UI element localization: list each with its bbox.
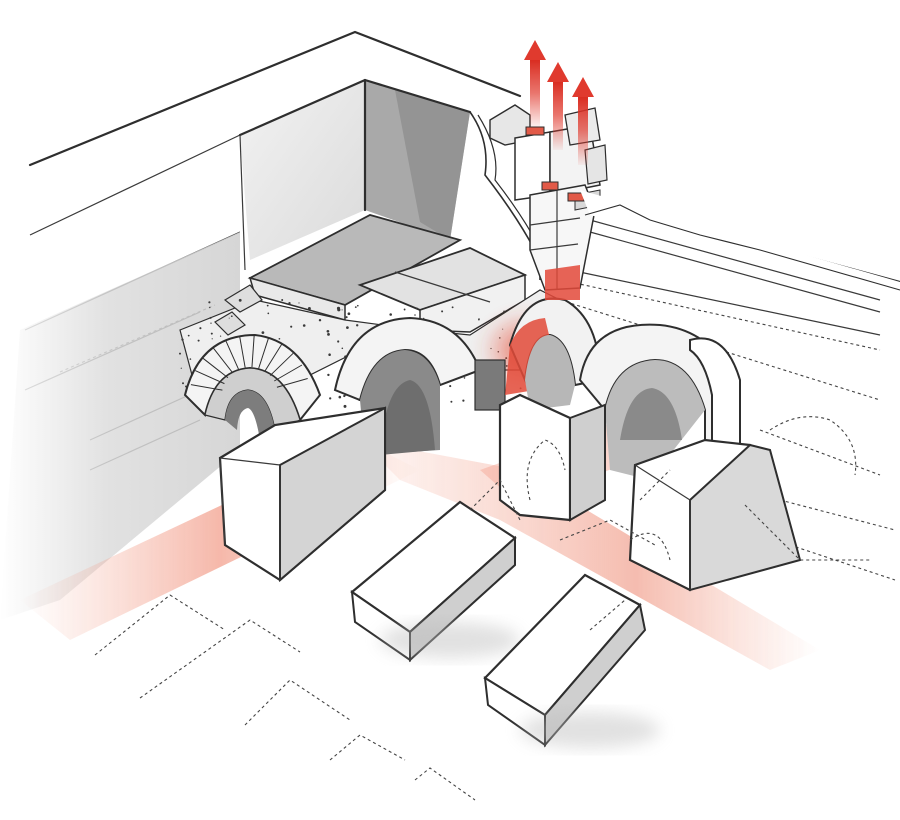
stone-speckle bbox=[278, 337, 281, 340]
stone-speckle bbox=[356, 324, 359, 327]
stone-speckle bbox=[463, 377, 466, 379]
heat-arrow-icon bbox=[572, 77, 594, 97]
stone-speckle bbox=[343, 404, 347, 408]
stone-speckle bbox=[441, 310, 444, 313]
stone-speckle bbox=[341, 347, 344, 350]
stone-speckle bbox=[356, 304, 359, 307]
stone-speckle bbox=[288, 302, 291, 305]
stone-speckle bbox=[267, 312, 270, 315]
stone-speckle bbox=[182, 382, 184, 385]
stone-speckle bbox=[346, 326, 349, 329]
stone-speckle bbox=[354, 306, 357, 308]
voussoir-joint bbox=[269, 352, 294, 376]
center-pier-block bbox=[498, 393, 606, 522]
stone-speckle bbox=[415, 307, 418, 310]
stone-speckle bbox=[281, 299, 284, 301]
stone-speckle bbox=[189, 358, 192, 360]
voussoir-joint bbox=[212, 347, 234, 374]
voussoir-joint bbox=[251, 335, 255, 368]
stone-speckle bbox=[228, 317, 230, 319]
stone-speckle bbox=[179, 352, 181, 355]
heat-arrow-icon bbox=[524, 40, 546, 60]
voussoir-joint bbox=[264, 343, 283, 372]
stone-speckle bbox=[403, 308, 406, 311]
heat-arrow-shaft bbox=[553, 80, 563, 150]
stone-speckle bbox=[180, 367, 182, 369]
stone-speckle bbox=[187, 334, 190, 337]
stone-speckle bbox=[230, 315, 233, 318]
stone-speckle bbox=[219, 335, 222, 337]
heat-arrow-icon bbox=[547, 62, 569, 82]
stone-speckle bbox=[328, 353, 331, 356]
floor-foundation-outlines bbox=[94, 469, 870, 801]
stone-speckle bbox=[199, 327, 202, 330]
right-arch-heated bbox=[505, 297, 602, 410]
stone-speckle bbox=[389, 313, 392, 316]
stone-speckle bbox=[318, 318, 322, 322]
voussoir-joint bbox=[225, 339, 240, 370]
stone-speckle bbox=[210, 332, 213, 335]
stone-speckle bbox=[209, 316, 212, 319]
front-block-right bbox=[483, 573, 660, 748]
back-wall-left bbox=[0, 30, 522, 620]
middle-arch bbox=[333, 316, 506, 455]
heat-arrows bbox=[524, 40, 594, 165]
heat-arrow-shaft bbox=[530, 58, 540, 128]
stone-speckle bbox=[290, 325, 293, 328]
stone-speckle bbox=[210, 322, 212, 324]
stone-speckle bbox=[338, 395, 342, 399]
stone-speckle bbox=[337, 340, 340, 343]
chimney-flue bbox=[469, 104, 608, 300]
stone-speckle bbox=[181, 338, 184, 341]
stone-speckle bbox=[327, 333, 330, 336]
left-pier-block bbox=[218, 406, 387, 583]
voussoir-joint bbox=[273, 364, 303, 382]
stone-speckle bbox=[345, 316, 348, 319]
left-arch bbox=[183, 333, 322, 440]
stone-speckle bbox=[197, 339, 200, 342]
stone-speckle bbox=[347, 312, 351, 316]
stone-speckle bbox=[266, 304, 269, 307]
stone-speckle bbox=[307, 307, 311, 310]
voussoir-joint bbox=[239, 335, 246, 368]
far-right-arch bbox=[578, 323, 857, 480]
stone-speckle bbox=[414, 314, 416, 316]
stone-speckle bbox=[302, 324, 306, 327]
stone-speckle bbox=[478, 318, 480, 321]
stone-speckle bbox=[451, 306, 454, 309]
stone-speckle bbox=[326, 329, 330, 333]
right-ledge bbox=[580, 190, 900, 300]
stone-speckle bbox=[327, 373, 330, 377]
stone-speckle bbox=[209, 306, 211, 309]
voussoir-joint bbox=[202, 357, 229, 379]
stone-speckle bbox=[462, 399, 465, 402]
stone-speckle bbox=[329, 397, 332, 400]
right-pier-block bbox=[628, 438, 802, 592]
stone-speckle bbox=[238, 298, 242, 302]
voussoir-joint bbox=[276, 377, 308, 388]
heat-arrow-shaft bbox=[578, 95, 588, 165]
stone-speckle bbox=[211, 338, 213, 340]
voussoir-joint bbox=[190, 384, 223, 391]
stone-speckle bbox=[208, 301, 211, 304]
upper-room bbox=[238, 78, 528, 333]
voussoir-joint bbox=[194, 370, 225, 385]
stone-speckle bbox=[449, 385, 452, 388]
stone-speckle bbox=[261, 331, 265, 334]
stone-speckle bbox=[341, 309, 343, 311]
front-block-left bbox=[350, 500, 520, 663]
stone-speckle bbox=[343, 394, 346, 398]
stone-speckle bbox=[298, 302, 300, 304]
stone-speckle bbox=[503, 310, 506, 313]
stone-speckle bbox=[450, 400, 453, 403]
voussoir-joint bbox=[258, 337, 270, 369]
stone-speckle bbox=[336, 306, 341, 310]
